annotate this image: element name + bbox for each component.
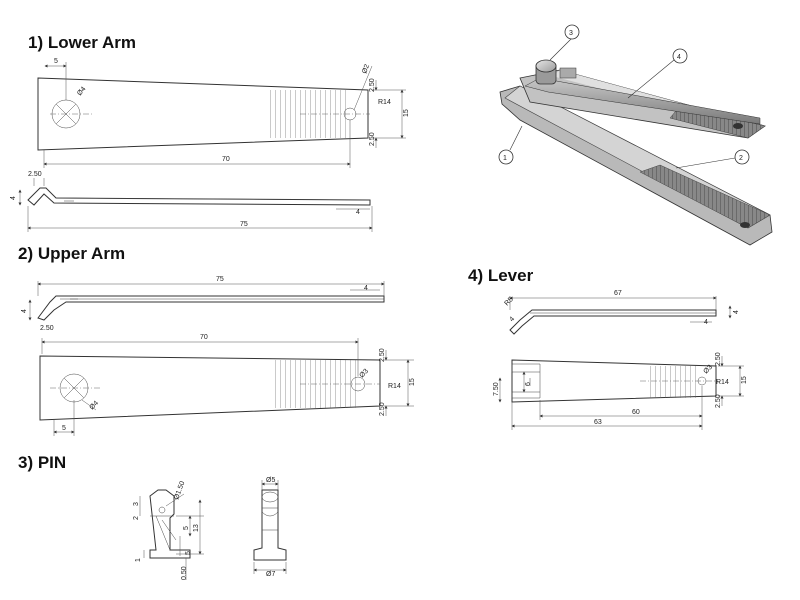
dim-pin-5b: 5 xyxy=(185,551,192,555)
lever-top-view: 7.50 6 Ø3 2.50 R14 15 2.50 60 63 xyxy=(493,352,748,430)
dim-pin-3: 3 xyxy=(133,502,140,506)
dim-pin-d7: Ø7 xyxy=(266,571,275,578)
lower-arm-side-outline xyxy=(27,187,371,206)
dim-upper-arm-side-250: 2.50 xyxy=(40,325,54,332)
dim-lower-arm-r14: R14 xyxy=(378,99,391,106)
dim-lever-15: 15 xyxy=(741,376,748,384)
pin-front-view: Ø1.50 3 2 5 13 5 1 0.50 xyxy=(133,480,204,580)
dim-upper-arm-r14: R14 xyxy=(388,383,401,390)
upper-arm-title: 2) Upper Arm xyxy=(18,244,125,263)
upper-arm-side-outline xyxy=(37,295,385,321)
dim-lower-arm-70: 70 xyxy=(222,156,230,163)
dim-lever-250b: 2.50 xyxy=(715,394,722,408)
dim-lever-6: 6 xyxy=(525,382,532,386)
dim-lower-arm-d2: Ø2 xyxy=(361,63,371,74)
dim-pin-050: 0.50 xyxy=(181,566,188,580)
balloon-3 xyxy=(564,24,580,40)
dim-lever-750: 7.50 xyxy=(493,382,500,396)
dim-upper-arm-70: 70 xyxy=(200,334,208,341)
balloon-4 xyxy=(672,48,688,64)
dim-lower-arm-250a: 2.50 xyxy=(369,78,376,92)
pin-front-outline xyxy=(149,489,191,559)
dim-lower-arm-side-4b: 4 xyxy=(356,209,360,216)
dim-upper-arm-d3: Ø3 xyxy=(358,368,370,380)
balloon-1 xyxy=(498,149,514,165)
dim-lower-arm-15: 15 xyxy=(403,109,410,117)
dim-upper-arm-15: 15 xyxy=(409,378,416,386)
dim-pin-5a: 5 xyxy=(183,526,190,530)
dim-pin-2: 2 xyxy=(133,516,140,520)
balloon-4-label: 4 xyxy=(677,54,681,61)
dim-upper-arm-4: 4 xyxy=(364,285,368,292)
dim-lower-arm-side-250: 2.50 xyxy=(28,171,42,178)
upper-arm-side-view: 75 4 4 2.50 xyxy=(21,276,385,332)
dim-pin-1: 1 xyxy=(135,558,142,562)
dim-upper-arm-250b: 2.50 xyxy=(379,402,386,416)
lever-side-view: 67 R5 4 4 4 xyxy=(503,290,740,335)
lower-arm-top-view: 5 Ø4 Ø2 2.50 R14 15 2.50 70 xyxy=(37,58,410,168)
dim-upper-arm-5: 5 xyxy=(62,425,66,432)
dim-pin-d5: Ø5 xyxy=(266,477,275,484)
assembly-lower-grip xyxy=(639,164,771,229)
dim-lever-4c: 4 xyxy=(733,310,740,314)
dim-lower-arm-d4: Ø4 xyxy=(76,86,87,98)
dim-upper-arm-side-4: 4 xyxy=(21,309,28,313)
pin-title: 3) PIN xyxy=(18,453,66,472)
dim-lever-4a: 4 xyxy=(508,316,516,324)
balloon-3-label: 3 xyxy=(569,30,573,37)
dim-upper-arm-75: 75 xyxy=(216,276,224,283)
dim-lever-60: 60 xyxy=(632,409,640,416)
dim-lever-r5: R5 xyxy=(503,296,514,307)
dim-lever-67: 67 xyxy=(614,290,622,297)
dim-lower-arm-250b: 2.50 xyxy=(369,132,376,146)
dim-lever-63: 63 xyxy=(594,419,602,426)
assembly-3d-view: 1 2 3 4 xyxy=(498,24,773,246)
lever-grip-hatch xyxy=(648,366,700,398)
pin-side-outline xyxy=(253,489,287,561)
dim-lower-arm-5: 5 xyxy=(54,58,58,65)
balloon-1-label: 1 xyxy=(503,155,507,162)
upper-arm-top-view: 70 Ø3 2.50 R14 15 2.50 Ø4 5 xyxy=(39,334,416,436)
dim-pin-d150: Ø1.50 xyxy=(173,480,186,500)
dim-lower-arm-side-4: 4 xyxy=(10,196,17,200)
dim-lever-250a: 2.50 xyxy=(715,352,722,366)
lever-title: 4) Lever xyxy=(468,266,534,285)
lever-side-outline xyxy=(509,309,717,335)
dim-lever-r14: R14 xyxy=(716,379,729,386)
balloon-2-label: 2 xyxy=(739,155,743,162)
dim-upper-arm-d4: Ø4 xyxy=(88,400,100,412)
dim-lower-arm-side-75: 75 xyxy=(240,221,248,228)
assembly-lower-hole xyxy=(740,222,750,228)
pin-side-view: Ø5 Ø7 xyxy=(253,477,287,578)
dim-lever-4b: 4 xyxy=(704,319,708,326)
balloon-2 xyxy=(734,149,750,165)
dim-pin-13: 13 xyxy=(193,524,200,532)
lower-arm-title: 1) Lower Arm xyxy=(28,33,136,52)
dim-upper-arm-250a: 2.50 xyxy=(379,348,386,362)
lower-arm-side-view: 2.50 4 4 75 xyxy=(10,171,373,232)
dim-lever-d3: Ø3 xyxy=(702,364,714,376)
upper-arm-end-hole xyxy=(350,376,366,392)
